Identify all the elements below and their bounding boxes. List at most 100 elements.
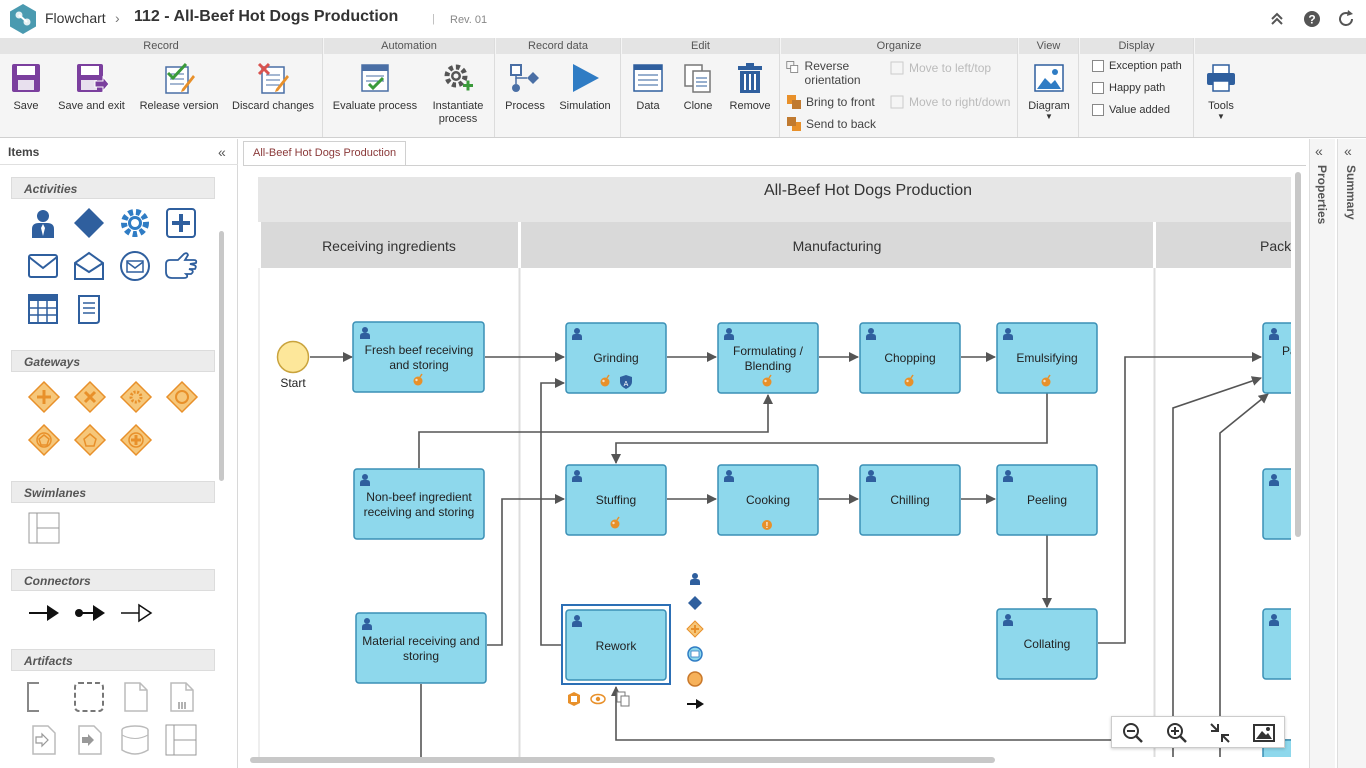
add-parallel-gateway-icon[interactable] (686, 620, 704, 638)
lane-artifact-icon[interactable] (163, 722, 199, 758)
edit-form-icon[interactable] (568, 692, 580, 706)
refresh-icon[interactable] (1336, 9, 1358, 29)
flow-connector[interactable] (540, 378, 565, 646)
task-formulating[interactable]: Formulating / Blending (717, 322, 819, 394)
data-store-icon[interactable] (117, 722, 153, 758)
start-event[interactable] (276, 340, 310, 374)
flow-connector[interactable] (418, 394, 773, 468)
swimlane-icon[interactable] (26, 510, 62, 546)
task-pack-partial[interactable] (1262, 608, 1291, 680)
message-flow-icon[interactable] (72, 595, 108, 631)
user-task-icon[interactable] (25, 205, 61, 241)
help-icon[interactable]: ? (1302, 9, 1324, 29)
items-scrollbar[interactable] (219, 231, 224, 481)
properties-label[interactable]: Properties (1315, 165, 1329, 225)
subprocess-plus-icon[interactable] (163, 205, 199, 241)
move-left-top-button[interactable]: Move to left/top (889, 60, 991, 76)
app-logo-icon[interactable] (7, 3, 39, 40)
fit-to-screen-icon[interactable] (1208, 721, 1232, 745)
message-circle-icon[interactable] (117, 248, 153, 284)
summary-label[interactable]: Summary (1344, 165, 1358, 220)
manual-hand-icon[interactable] (163, 248, 199, 284)
exception-path-checkbox[interactable]: Exception path (1092, 60, 1182, 72)
task-non-beef[interactable]: Non-beef ingredient receiving and storin… (353, 468, 485, 540)
flow-connector[interactable] (611, 686, 1291, 741)
group-dashed-icon[interactable] (71, 679, 107, 715)
flow-connector[interactable] (487, 494, 565, 646)
move-right-down-button[interactable]: Move to right/down (889, 94, 1010, 110)
gateway-event-parallel-icon[interactable] (118, 422, 154, 458)
flow-connector[interactable] (1172, 376, 1262, 757)
diamond-icon[interactable] (71, 205, 107, 241)
data-input-icon[interactable] (25, 722, 61, 758)
happy-path-checkbox[interactable]: Happy path (1092, 82, 1165, 94)
canvas-horizontal-scrollbar[interactable] (250, 757, 995, 763)
task-pack-partial[interactable] (1262, 468, 1291, 540)
copy-icon[interactable] (616, 691, 630, 707)
bring-to-front-button[interactable]: Bring to front (786, 94, 875, 110)
expand-properties-icon[interactable]: « (1315, 143, 1323, 159)
envelope-open-icon[interactable] (71, 248, 107, 284)
data-output-icon[interactable] (71, 722, 107, 758)
annotation-icon[interactable] (18, 679, 54, 715)
checkbox-box[interactable] (1092, 60, 1104, 72)
task-collating[interactable]: Collating (996, 608, 1098, 680)
gateway-event-icon[interactable] (26, 422, 62, 458)
add-gateway-icon[interactable] (688, 596, 702, 610)
properties-panel-collapsed[interactable]: « Properties (1309, 139, 1335, 768)
task-material[interactable]: Material receiving and storing (355, 612, 487, 684)
flowchart-diagram[interactable]: All-Beef Hot Dogs Production Receiving i… (258, 177, 1291, 757)
section-artifacts[interactable]: Artifacts (11, 649, 215, 671)
flow-connector[interactable] (1098, 352, 1262, 644)
envelope-send-icon[interactable] (25, 248, 61, 284)
reverse-orientation-button[interactable]: Reverse orientation (786, 59, 886, 87)
gateway-inclusive-icon[interactable] (164, 379, 200, 415)
data-collection-icon[interactable] (163, 679, 199, 715)
save-button[interactable]: Save (6, 60, 46, 113)
section-gateways[interactable]: Gateways (11, 350, 215, 372)
document-icon[interactable] (117, 679, 153, 715)
script-scroll-icon[interactable] (71, 291, 107, 327)
checkbox-box[interactable] (1092, 104, 1104, 116)
sequence-flow-icon[interactable] (26, 595, 62, 631)
task-rework-selected[interactable]: Rework (561, 604, 671, 685)
simulation-button[interactable]: Simulation (554, 60, 616, 113)
lane-header[interactable] (261, 222, 518, 268)
flow-connector[interactable] (1219, 393, 1269, 757)
add-end-event-icon[interactable] (687, 671, 703, 687)
section-activities[interactable]: Activities (11, 177, 215, 199)
export-image-icon[interactable] (1252, 721, 1276, 745)
table-icon[interactable] (25, 291, 61, 327)
task-chopping[interactable]: Chopping (859, 322, 961, 394)
task-emulsifying[interactable]: Emulsifying (996, 322, 1098, 394)
expand-summary-icon[interactable]: « (1344, 143, 1352, 159)
lane-header[interactable] (521, 222, 1153, 268)
gateway-event-exclusive-icon[interactable] (72, 422, 108, 458)
remove-button[interactable]: Remove (726, 60, 774, 113)
discard-changes-button[interactable]: Discard changes (228, 60, 318, 113)
process-button[interactable]: Process (502, 60, 548, 113)
gear-icon[interactable] (117, 205, 153, 241)
add-connector-icon[interactable] (687, 699, 704, 709)
task-stuffing[interactable]: Stuffing (565, 464, 667, 536)
collapse-left-icon[interactable]: « (218, 144, 226, 160)
canvas-vertical-scrollbar[interactable] (1295, 172, 1301, 537)
tools-button[interactable]: Tools ▼ (1201, 60, 1241, 121)
evaluate-process-button[interactable]: Evaluate process (330, 60, 420, 113)
zoom-in-icon[interactable] (1165, 721, 1189, 745)
task-grinding[interactable]: Grinding A (565, 322, 667, 394)
section-connectors[interactable]: Connectors (11, 569, 215, 591)
flow-connector[interactable] (611, 393, 1048, 464)
checkbox-box[interactable] (1092, 82, 1104, 94)
gateway-parallel-icon[interactable] (26, 379, 62, 415)
add-user-task-icon[interactable] (690, 573, 700, 585)
eye-icon[interactable] (590, 693, 606, 705)
value-added-checkbox[interactable]: Value added (1092, 104, 1170, 116)
task-pack-partial[interactable]: Pa (1262, 322, 1291, 394)
gateway-complex-icon[interactable] (118, 379, 154, 415)
association-flow-icon[interactable] (118, 595, 154, 631)
summary-panel-collapsed[interactable]: « Summary (1337, 139, 1366, 768)
diagram-view-button[interactable]: Diagram ▼ (1025, 60, 1073, 121)
release-version-button[interactable]: Release version (136, 60, 222, 113)
gateway-exclusive-icon[interactable] (72, 379, 108, 415)
